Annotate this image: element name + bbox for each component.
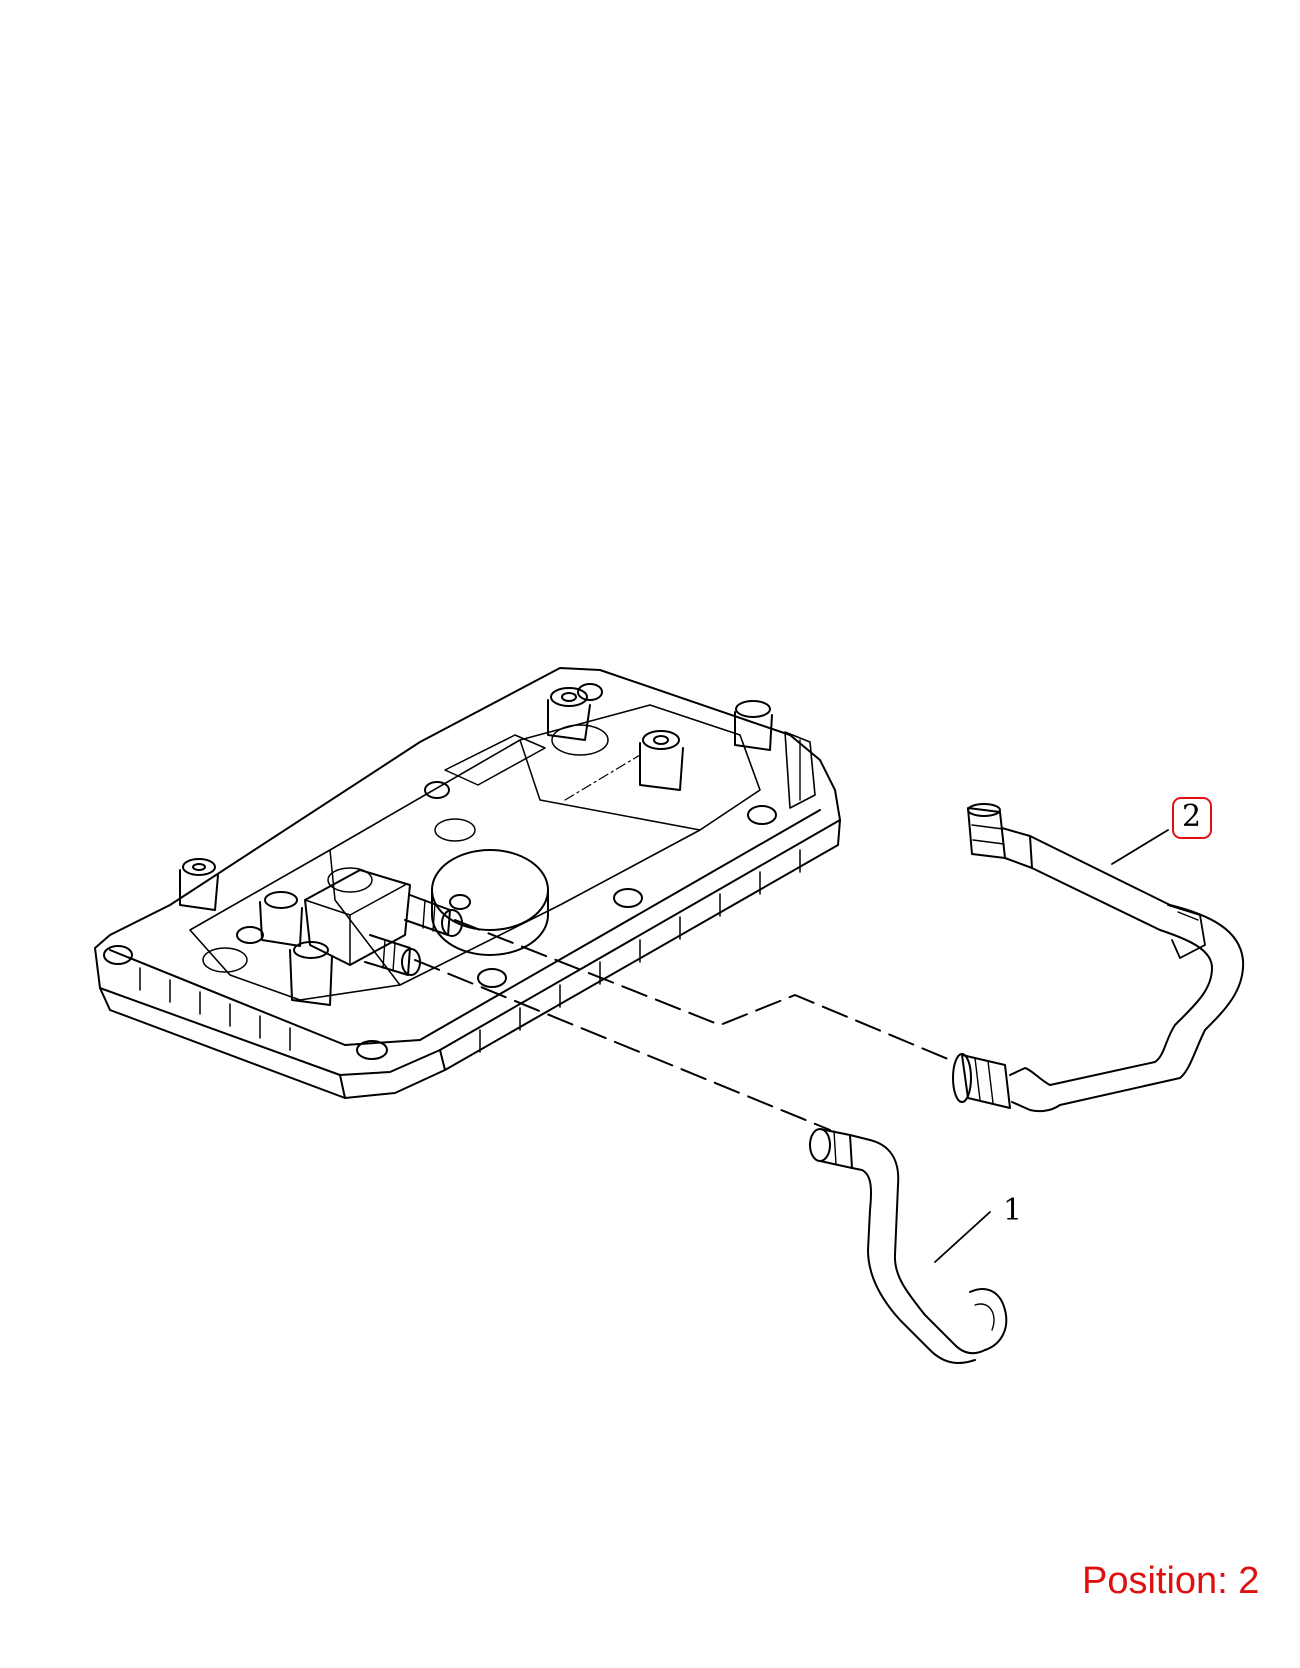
valve-cover: [94, 667, 841, 1099]
callout-2: 2: [1182, 799, 1202, 834]
hose-2: [952, 803, 1245, 1113]
breather-port-block: [304, 869, 463, 976]
flange-ribs: [139, 849, 801, 1053]
callout-2-highlight: [1172, 797, 1212, 839]
bolt-bosses: [103, 683, 777, 1060]
oil-filler-cap: [431, 849, 549, 956]
assembly-lines: [414, 919, 956, 1131]
injector-towers: [179, 687, 773, 1006]
position-label: Position: 2: [1082, 1560, 1260, 1602]
hose-1: [809, 1128, 1008, 1364]
callout-1: 1: [1003, 1193, 1023, 1228]
